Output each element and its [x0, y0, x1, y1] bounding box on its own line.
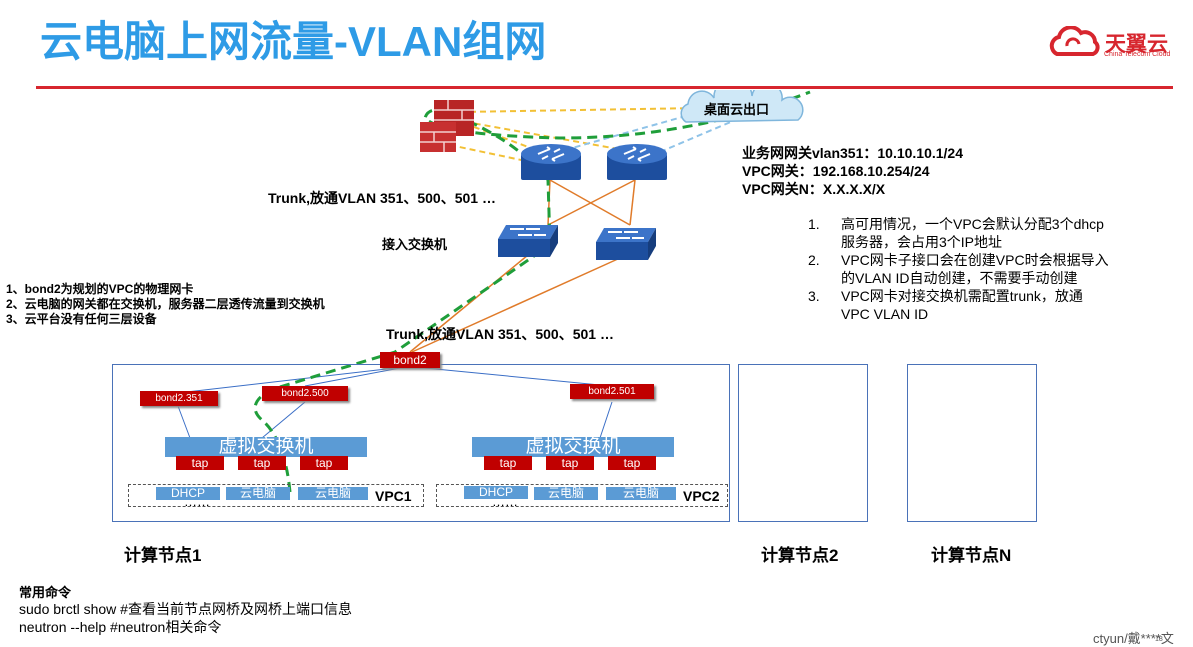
tap-box: tap [608, 456, 656, 470]
compute-node-n-label: 计算节点N [931, 546, 1012, 565]
cloud-desktop-box: 云电脑 [606, 487, 676, 500]
vpc2-label: VPC2 [683, 488, 720, 504]
list-number: 1. [808, 216, 820, 232]
vpc1-container [128, 484, 424, 507]
left-note: 2、云电脑的网关都在交换机，服务器二层透传流量到交换机 [6, 297, 325, 311]
list-line: 高可用情况，一个VPC会默认分配3个dhcp [841, 216, 1104, 232]
bond2-box: bond2 [380, 352, 440, 368]
cloud-desktop-box: 云电脑 [298, 487, 368, 500]
gateway-vpc: VPC网关：192.168.10.254/24 [742, 163, 930, 179]
footer-watermark: ctyun/戴****文 [1093, 631, 1174, 646]
tap-box: tap [176, 456, 224, 470]
tap-box: tap [546, 456, 594, 470]
access-switch-icon [596, 228, 656, 260]
router-icon [521, 144, 581, 180]
virtual-switch: 虚拟交换机 [165, 437, 367, 457]
dhcp-box: DHCP [464, 486, 528, 499]
logo-subtitle: China Telecom Cloud [1104, 51, 1171, 58]
list-line: VPC网卡对接交换机需配置trunk，放通 [841, 288, 1083, 304]
gateway-business: 业务网网关vlan351：10.10.10.1/24 [742, 145, 964, 161]
title-underline [36, 86, 1173, 89]
compute-node-n-box [907, 364, 1037, 522]
trunk-label-bottom: Trunk,放通VLAN 351、500、501 … [386, 326, 614, 342]
subinterface-box: bond2.500 [262, 386, 348, 401]
access-switch-label: 接入交换机 [382, 237, 448, 252]
ellipsis: …… [492, 494, 518, 509]
command-line: sudo brctl show #查看当前节点网桥及网桥上端口信息 [19, 601, 352, 617]
logo-name: 天翼云 [1105, 33, 1168, 56]
list-number: 2. [808, 252, 820, 268]
left-note: 1、bond2为规划的VPC的物理网卡 [6, 282, 194, 296]
tap-box: tap [238, 456, 286, 470]
access-switch-icon [498, 225, 558, 257]
cloud-label: 桌面云出口 [704, 102, 770, 117]
dhcp-box: DHCP [156, 487, 220, 500]
compute-node-2-label: 计算节点2 [761, 546, 839, 565]
vpc1-label: VPC1 [375, 488, 412, 504]
subinterface-box: bond2.501 [570, 384, 654, 399]
list-number: 3. [808, 288, 820, 304]
cloud-logo-icon [1049, 26, 1100, 56]
compute-node-2-box [738, 364, 868, 522]
list-line: VPC网卡子接口会在创建VPC时会根据导入 [841, 252, 1109, 268]
firewall-icon [420, 100, 474, 152]
page-title: 云电脑上网流量-VLAN组网 [40, 18, 547, 65]
virtual-switch: 虚拟交换机 [472, 437, 674, 457]
gateway-vpc-n: VPC网关N：X.X.X.X/X [742, 181, 886, 197]
list-line: 的VLAN ID自动创建，不需要手动创建 [841, 270, 1078, 286]
ellipsis: …… [184, 494, 210, 509]
vpc2-container [436, 484, 728, 507]
list-line: 服务器，会占用3个IP地址 [841, 234, 1003, 250]
commands-heading: 常用命令 [19, 585, 72, 600]
cloud-desktop-box: 云电脑 [534, 487, 598, 500]
trunk-label-top: Trunk,放通VLAN 351、500、501 … [268, 190, 496, 206]
router-icon [607, 144, 667, 180]
tap-box: tap [484, 456, 532, 470]
subinterface-box: bond2.351 [140, 391, 218, 406]
cloud-desktop-box: 云电脑 [226, 487, 290, 500]
page-number: 18 [1155, 636, 1163, 643]
left-note: 3、云平台没有任何三层设备 [6, 312, 157, 326]
cloud-icon [680, 90, 804, 123]
list-line: VPC VLAN ID [841, 306, 929, 322]
command-line: neutron --help #neutron相关命令 [19, 619, 222, 635]
compute-node-1-label: 计算节点1 [124, 546, 202, 565]
tap-box: tap [300, 456, 348, 470]
